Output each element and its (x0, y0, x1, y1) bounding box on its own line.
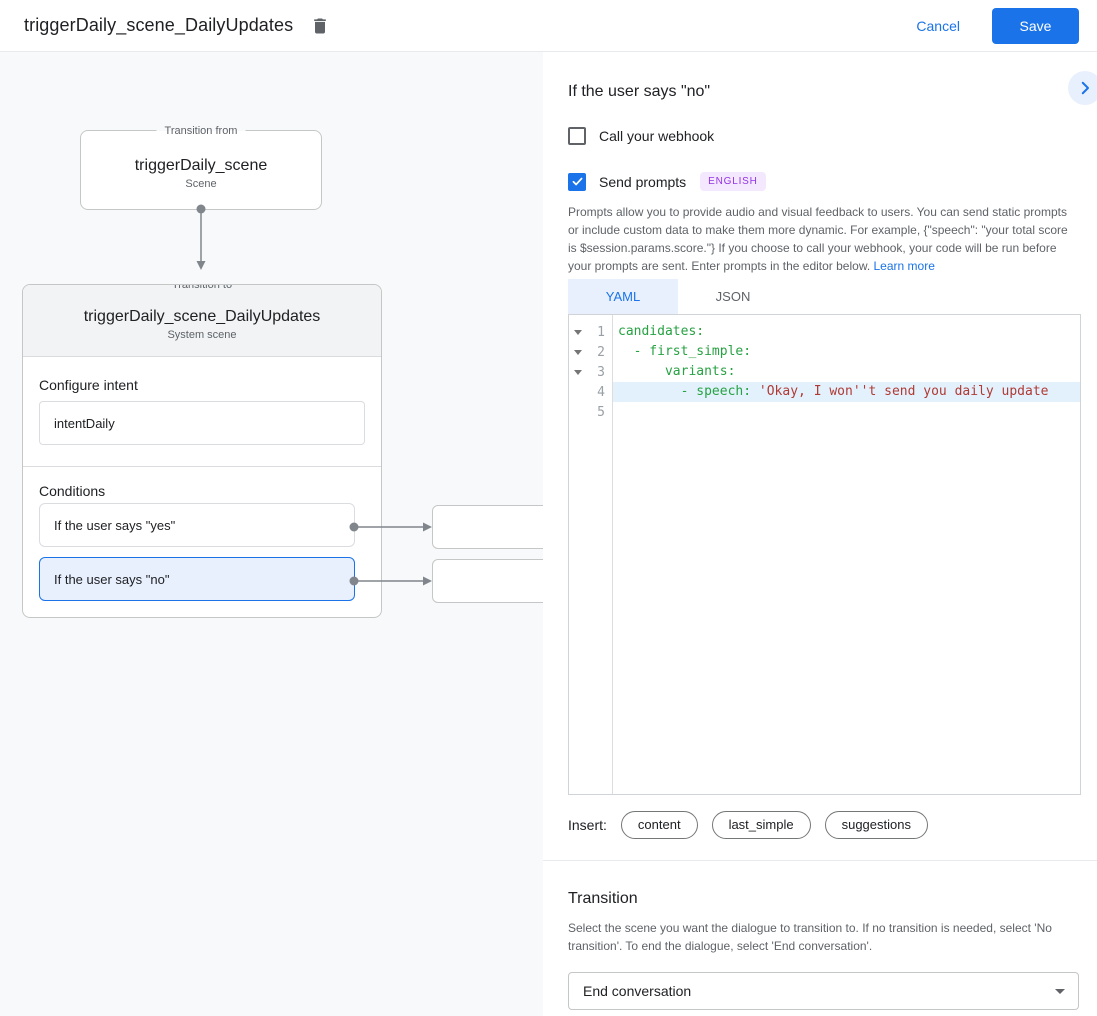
insert-chips: content last_simple suggestions (620, 811, 928, 839)
prompts-description-text: Prompts allow you to provide audio and v… (568, 205, 1068, 273)
fold-arrow-icon[interactable] (574, 329, 582, 335)
flow-arrow-down (196, 204, 206, 270)
code-line[interactable]: - first_simple: (613, 342, 1080, 362)
code-token (618, 364, 665, 379)
conditions-list: If the user says "yes" If the user says "… (39, 503, 355, 601)
language-badge: ENGLISH (700, 172, 766, 191)
condition-row[interactable]: If the user says "yes" (39, 503, 355, 547)
transition-select[interactable]: End conversation (568, 972, 1079, 1010)
transition-to-node: Transition to triggerDaily_scene_DailyUp… (22, 284, 382, 618)
intent-conditions-divider (23, 466, 381, 467)
code-line[interactable] (613, 402, 1080, 422)
transition-to-subtitle: System scene (167, 329, 237, 341)
webhook-checkbox-label[interactable]: Call your webhook (599, 128, 715, 144)
linked-scene-box-yes[interactable] (432, 505, 543, 549)
dropdown-caret-icon (1055, 988, 1065, 994)
conditions-label: Conditions (39, 483, 106, 499)
transition-heading: Transition (568, 890, 638, 907)
editor-code[interactable]: candidates: - first_simple: variants: - … (613, 315, 1080, 794)
webhook-checkbox[interactable] (568, 127, 586, 145)
editor-gutter: 1 2 3 4 5 (569, 315, 613, 794)
insert-label: Insert: (568, 817, 607, 833)
chevron-right-icon (1076, 79, 1094, 97)
panel-heading: If the user says "no" (568, 83, 711, 100)
fold-arrow-icon[interactable] (574, 349, 582, 355)
panel-divider (543, 860, 1097, 861)
transition-select-value: End conversation (583, 983, 692, 999)
code-token: candidates: (618, 324, 705, 339)
line-number: 1 (597, 324, 605, 340)
send-prompts-checkbox-label[interactable]: Send prompts (599, 173, 687, 190)
gutter-row: 2 (569, 342, 612, 362)
transition-description: Select the scene you want the dialogue t… (568, 921, 1052, 953)
learn-more-link[interactable]: Learn more (873, 259, 935, 273)
header: triggerDaily_scene_DailyUpdates Cancel S… (0, 0, 1097, 52)
fold-arrow-icon[interactable] (574, 369, 582, 375)
collapse-panel-button[interactable] (1068, 71, 1097, 105)
checkmark-icon (571, 175, 584, 188)
send-prompts-row: Send prompts ENGLISH (568, 172, 1079, 191)
intent-input[interactable]: intentDaily (39, 401, 365, 445)
line-number: 2 (597, 344, 605, 360)
tab-yaml[interactable]: YAML (568, 279, 678, 314)
gutter-row: 1 (569, 322, 612, 342)
code-line[interactable]: variants: (613, 362, 1080, 382)
configure-intent-label: Configure intent (39, 377, 138, 393)
transition-from-title: triggerDaily_scene (134, 156, 268, 174)
trash-icon (310, 16, 330, 36)
insert-row: Insert: content last_simple suggestions (568, 811, 1079, 839)
code-token: - first_simple: (633, 344, 752, 359)
tab-json[interactable]: JSON (715, 289, 751, 304)
transition-from-subtitle: Scene (185, 177, 217, 190)
condition-label: If the user says "yes" (54, 517, 176, 533)
save-button[interactable]: Save (992, 7, 1079, 44)
code-token: 'Okay, I won''t send you daily update (758, 384, 1049, 399)
line-number: 3 (597, 364, 605, 380)
prompts-description: Prompts allow you to provide audio and v… (568, 203, 1079, 275)
scene-flow-canvas: Transition from triggerDaily_scene Scene… (0, 52, 543, 1016)
transition-to-header: triggerDaily_scene_DailyUpdates System s… (23, 285, 381, 357)
send-prompts-checkbox[interactable] (568, 172, 586, 191)
condition-arrow-yes (349, 522, 432, 532)
code-token (618, 384, 681, 399)
editor-tabs: YAML JSON (568, 279, 1079, 314)
code-token: - speech: (680, 384, 752, 399)
transition-from-legend: Transition from (156, 123, 246, 139)
line-number: 4 (597, 384, 605, 400)
code-token (618, 344, 634, 359)
insert-chip-content[interactable]: content (620, 811, 698, 839)
insert-chip-suggestions[interactable]: suggestions (824, 811, 928, 839)
yaml-editor[interactable]: 1 2 3 4 5 candidates: - first_simple: varian… (568, 314, 1081, 795)
webhook-row: Call your webhook (568, 127, 1079, 145)
code-token: variants: (664, 364, 736, 379)
gutter-row: 4 (569, 382, 612, 402)
transition-to-legend: Transition to (163, 285, 241, 293)
code-line[interactable]: - speech: 'Okay, I won''t send you daily… (613, 382, 1080, 402)
code-token (751, 384, 759, 399)
gutter-row: 5 (569, 402, 612, 422)
gutter-row: 3 (569, 362, 612, 382)
page-title: triggerDaily_scene_DailyUpdates (24, 15, 294, 35)
condition-row[interactable]: If the user says "no" (39, 557, 355, 601)
condition-label: If the user says "no" (54, 571, 170, 587)
condition-detail-panel: If the user says "no" Call your webhook … (543, 52, 1097, 1016)
code-line[interactable]: candidates: (613, 322, 1080, 342)
cancel-button[interactable]: Cancel (916, 17, 960, 34)
linked-scene-box-no[interactable] (432, 559, 543, 603)
transition-to-title: triggerDaily_scene_DailyUpdates (83, 308, 321, 325)
transition-from-node[interactable]: Transition from triggerDaily_scene Scene (80, 123, 322, 210)
line-number: 5 (597, 404, 605, 420)
delete-scene-button[interactable] (310, 16, 330, 36)
insert-chip-last_simple[interactable]: last_simple (711, 811, 811, 839)
condition-arrow-no (349, 576, 432, 586)
